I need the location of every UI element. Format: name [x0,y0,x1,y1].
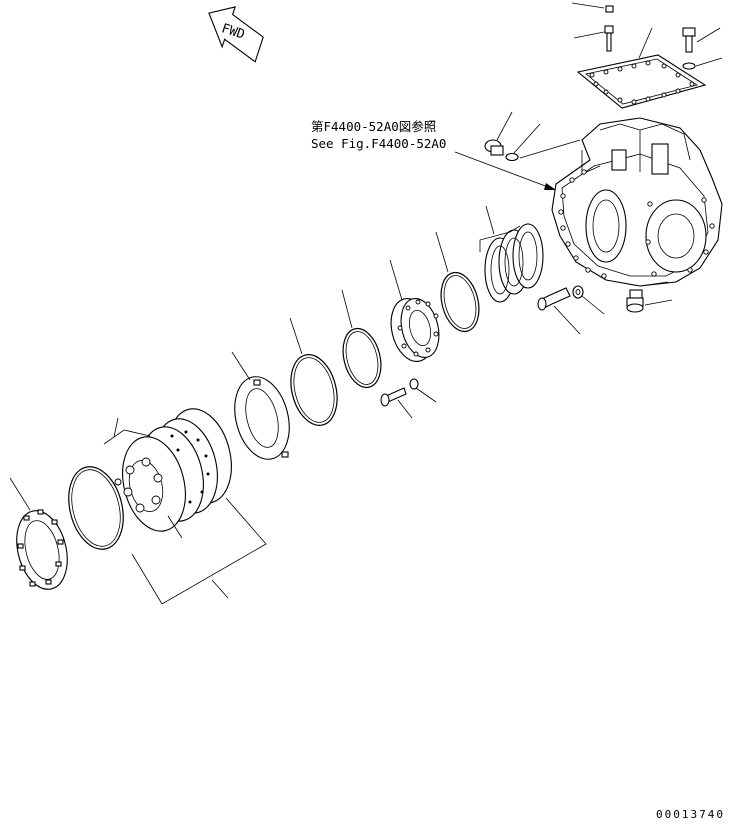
cover-bolt-stud [573,25,614,52]
fwd-direction-arrow: FWD [208,6,264,63]
plug-guide-line [519,139,581,159]
cover-washer [682,57,723,70]
fwd-label: FWD [220,21,247,43]
cover-leader [638,27,653,59]
piston-bearing [389,259,440,362]
retainer-ring [9,477,68,590]
transmission-housing [551,117,723,287]
reference-text-en: See Fig.F4400-52A0 [311,136,446,151]
piston-washer [409,378,437,403]
cover-bolt-small [571,2,614,13]
sheet-number: 00013740 [656,808,725,821]
snap-ring [68,466,124,550]
drain-plug [626,281,673,313]
large-oring [435,231,480,333]
reference-leader-arrow [454,151,557,191]
side-bolt [537,287,581,335]
piston-bolt [380,387,413,419]
assembly-bracket [131,497,267,605]
reference-text-jp: 第F4400-52A0図参照 [311,119,436,134]
end-plate [231,351,290,460]
side-washer [572,285,605,315]
second-oring [289,317,338,426]
spring-plate-pack [479,205,544,303]
medium-oring [341,289,382,389]
housing-oring-small [505,123,541,162]
top-cover-plate [576,54,707,109]
housing-plug [484,111,513,156]
cover-bolt-large [682,27,721,53]
clutch-plate-pack [103,408,232,539]
